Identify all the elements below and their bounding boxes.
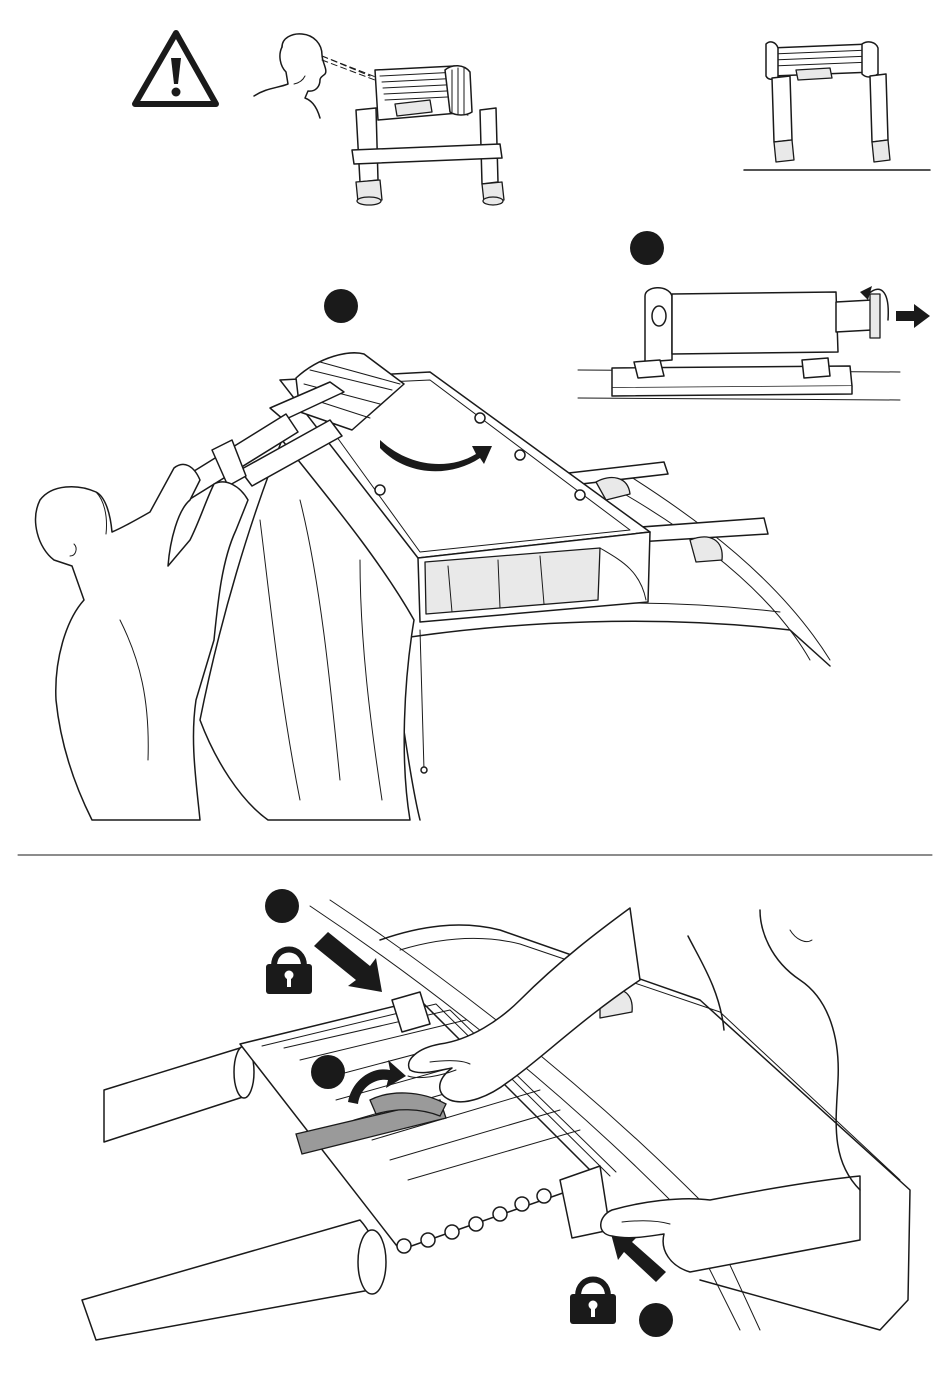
person-figure <box>36 464 248 820</box>
arrow-to-bolt-icon <box>314 932 382 992</box>
person-torso-partial <box>688 910 860 1190</box>
hinge-pin-detail-icon <box>578 286 930 400</box>
step-marker-b <box>630 231 664 265</box>
step-marker-a <box>324 289 358 323</box>
step-marker-d <box>311 1055 345 1089</box>
folded-ladder-icon <box>352 66 504 205</box>
step-marker-c <box>265 889 299 923</box>
eye-inspect-ladder-icon <box>254 34 504 205</box>
ladder-reference-icon <box>744 42 930 170</box>
warning-triangle-icon <box>135 33 216 104</box>
lock-icon <box>570 1280 616 1325</box>
bottom-panel <box>82 889 910 1340</box>
step-marker-e <box>639 1303 673 1337</box>
pull-right-arrow-icon <box>896 304 930 328</box>
middle-panel <box>18 231 932 855</box>
lock-icon <box>266 950 312 995</box>
top-panel <box>135 33 930 205</box>
